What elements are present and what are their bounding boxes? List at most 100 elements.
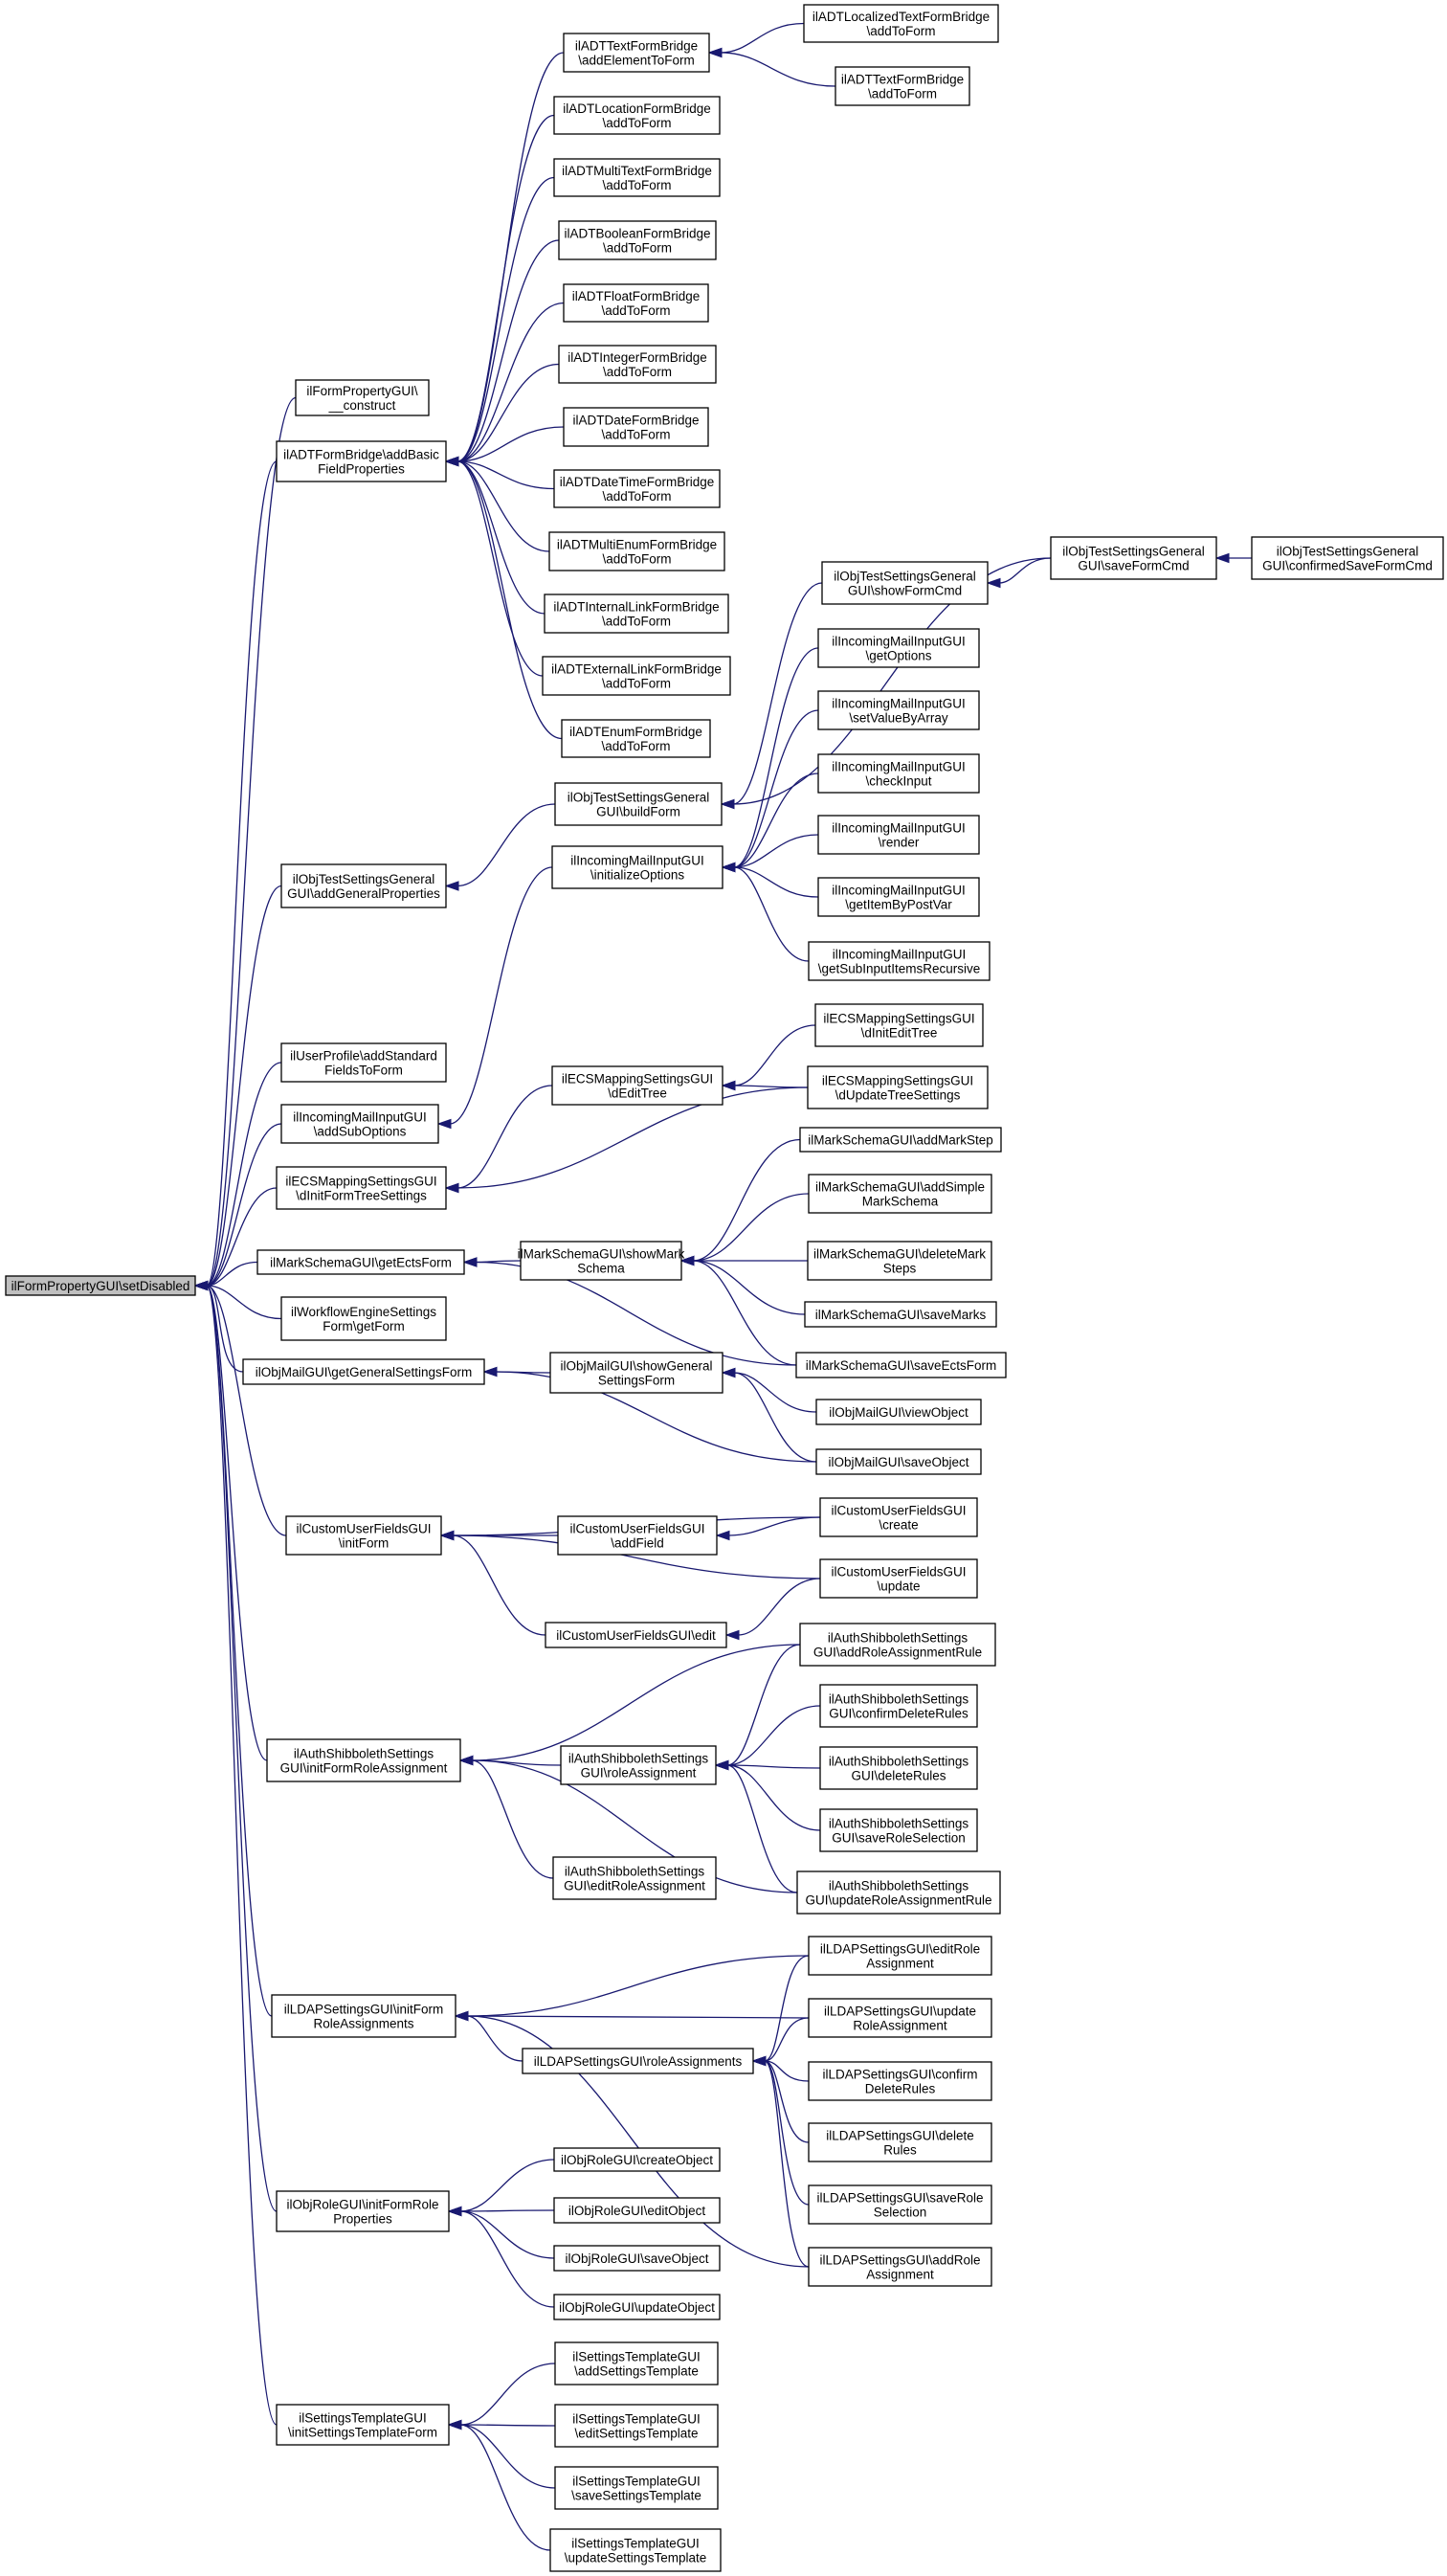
edge-om_save-to-om_getgeneral (495, 1371, 817, 1463)
node-or_update[interactable]: ilObjRoleGUI\updateObject (553, 2294, 721, 2320)
node-cuf_create[interactable]: ilCustomUserFieldsGUI\create (819, 1497, 978, 1537)
node-as_confirmdel[interactable]: ilAuthShibbolethSettingsGUI\confirmDelet… (819, 1684, 978, 1728)
node-ms_saveects[interactable]: ilMarkSchemaGUI\saveEctsForm (795, 1352, 1007, 1378)
node-ecs_initedit[interactable]: ilECSMappingSettingsGUI\dInitEditTree (814, 1003, 984, 1047)
node-label: ilWorkflowEngineSettings (291, 1305, 436, 1319)
node-as_updaterule[interactable]: ilAuthShibbolethSettingsGUI\updateRoleAs… (796, 1870, 1001, 1915)
node-as_roleassign[interactable]: ilAuthShibbolethSettingsGUI\roleAssignme… (560, 1745, 717, 1785)
node-adt_float[interactable]: ilADTFloatFormBridge\addToForm (563, 283, 709, 323)
node-ecs_initform[interactable]: ilECSMappingSettingsGUI\dInitFormTreeSet… (276, 1166, 447, 1210)
node-adt_datetime[interactable]: ilADTDateTimeFormBridge\addToForm (553, 469, 721, 508)
node-box (276, 2190, 450, 2232)
edge-ldap_editrole-to-ldap_initform (466, 1955, 810, 2017)
node-ots_addgeneral[interactable]: ilObjTestSettingsGeneralGUI\addGeneralPr… (280, 863, 447, 908)
node-ldap_delete[interactable]: ilLDAPSettingsGUI\deleteRules (808, 2122, 992, 2162)
node-adt_location[interactable]: ilADTLocationFormBridge\addToForm (553, 96, 721, 135)
node-ldap_addrole[interactable]: ilLDAPSettingsGUI\addRoleAssignment (808, 2247, 992, 2287)
node-label: ilAuthShibbolethSettings (568, 1752, 709, 1766)
node-box (271, 1994, 456, 2038)
node-st_update[interactable]: ilSettingsTemplateGUI\updateSettingsTemp… (549, 2528, 722, 2572)
node-cuf_update[interactable]: ilCustomUserFieldsGUI\update (819, 1558, 978, 1599)
node-label: ilCustomUserFieldsGUI\edit (556, 1628, 716, 1643)
node-ots_confirmed[interactable]: ilObjTestSettingsGeneralGUI\confirmedSav… (1251, 536, 1444, 580)
node-adt_multienum[interactable]: ilADTMultiEnumFormBridge\addToForm (548, 531, 725, 571)
node-imi_getoptions[interactable]: ilIncomingMailInputGUI\getOptions (817, 628, 980, 668)
node-label: FieldProperties (318, 462, 405, 477)
node-label: ilAuthShibbolethSettings (829, 1879, 969, 1893)
node-ms_getects[interactable]: ilMarkSchemaGUI\getEctsForm (256, 1249, 465, 1275)
node-ecs_update[interactable]: ilECSMappingSettingsGUI\dUpdateTreeSetti… (807, 1065, 989, 1109)
node-box (520, 1241, 682, 1281)
node-label: ilUserProfile\addStandard (290, 1049, 437, 1064)
node-label: ilIncomingMailInputGUI (832, 760, 966, 774)
edge-st_edit-to-st_initform (459, 2424, 556, 2427)
node-fp_construct[interactable]: ilFormPropertyGUI\__construct (295, 379, 430, 416)
node-label: ilCustomUserFieldsGUI (831, 1504, 966, 1518)
node-ldap_roleassign[interactable]: ilLDAPSettingsGUI\roleAssignments (522, 2048, 754, 2074)
node-adt_multitext[interactable]: ilADTMultiTextFormBridge\addToForm (553, 158, 721, 197)
node-label: \addToForm (602, 615, 671, 629)
node-ldap_initform[interactable]: ilLDAPSettingsGUI\initFormRoleAssignment… (271, 1994, 456, 2038)
node-ecs_edittree[interactable]: ilECSMappingSettingsGUI\dEditTree (551, 1065, 724, 1106)
node-adt_text_addel[interactable]: ilADTTextFormBridge\addElementToForm (563, 33, 710, 73)
node-adt_integer[interactable]: ilADTIntegerFormBridge\addToForm (558, 345, 717, 384)
node-cuf_initform[interactable]: ilCustomUserFieldsGUI\initForm (285, 1515, 442, 1556)
node-or_create[interactable]: ilObjRoleGUI\createObject (553, 2147, 721, 2172)
node-label: ilADTDateTimeFormBridge (560, 475, 715, 489)
node-or_edit[interactable]: ilObjRoleGUI\editObject (553, 2197, 721, 2224)
node-imi_getitem[interactable]: ilIncomingMailInputGUI\getItemByPostVar (817, 877, 980, 917)
node-ldap_editrole[interactable]: ilLDAPSettingsGUI\editRoleAssignment (808, 1936, 992, 1976)
node-ldap_confirm[interactable]: ilLDAPSettingsGUI\confirmDeleteRules (808, 2061, 992, 2101)
node-label: ilLDAPSettingsGUI\roleAssignments (534, 2054, 743, 2069)
node-st_edit[interactable]: ilSettingsTemplateGUI\editSettingsTempla… (554, 2404, 719, 2448)
edge-as_delrules-to-as_roleassign (726, 1764, 821, 1769)
node-adt_loctext_add[interactable]: ilADTLocalizedTextFormBridge\addToForm (803, 4, 999, 43)
arrowhead-icon (436, 1118, 452, 1130)
node-ldap_saverole[interactable]: ilLDAPSettingsGUI\saveRoleSelection (808, 2184, 992, 2225)
node-imi_checkinput[interactable]: ilIncomingMailInputGUI\checkInput (817, 753, 980, 794)
node-ms_savemarks[interactable]: ilMarkSchemaGUI\saveMarks (804, 1301, 997, 1328)
node-adt_intlink[interactable]: ilADTInternalLinkFormBridge\addToForm (544, 594, 729, 634)
node-adt_text_add[interactable]: ilADTTextFormBridge\addToForm (835, 66, 970, 106)
node-ldap_update[interactable]: ilLDAPSettingsGUI\updateRoleAssignment (808, 1998, 992, 2038)
node-cuf_edit[interactable]: ilCustomUserFieldsGUI\edit (545, 1622, 727, 1648)
node-adt_date[interactable]: ilADTDateFormBridge\addToForm (563, 407, 709, 447)
node-ms_addstep[interactable]: ilMarkSchemaGUI\addMarkStep (799, 1127, 1002, 1153)
node-as_saverole[interactable]: ilAuthShibbolethSettingsGUI\saveRoleSele… (819, 1808, 978, 1852)
node-om_view[interactable]: ilObjMailGUI\viewObject (815, 1399, 982, 1425)
node-adt_boolean[interactable]: ilADTBooleanFormBridge\addToForm (558, 220, 717, 260)
node-st_save[interactable]: ilSettingsTemplateGUI\saveSettingsTempla… (554, 2466, 719, 2510)
node-as_initform[interactable]: ilAuthShibbolethSettingsGUI\initFormRole… (266, 1738, 461, 1782)
node-adt_enum[interactable]: ilADTEnumFormBridge\addToForm (561, 719, 711, 758)
node-st_add[interactable]: ilSettingsTemplateGUI\addSettingsTemplat… (554, 2341, 719, 2386)
arrowhead-icon (462, 1257, 478, 1267)
node-or_save[interactable]: ilObjRoleGUI\saveObject (553, 2245, 721, 2272)
node-as_editrole[interactable]: ilAuthShibbolethSettingsGUI\editRoleAssi… (552, 1856, 717, 1900)
node-om_getgeneral[interactable]: ilObjMailGUI\getGeneralSettingsForm (242, 1358, 485, 1385)
node-st_initform[interactable]: ilSettingsTemplateGUI\initSettingsTempla… (276, 2404, 450, 2446)
node-box (280, 863, 447, 908)
node-om_save[interactable]: ilObjMailGUI\saveObject (815, 1448, 982, 1475)
node-label: GUI\showFormCmd (848, 584, 962, 598)
node-imi_addsub[interactable]: ilIncomingMailInputGUI\addSubOptions (280, 1104, 439, 1144)
node-cuf_addfield[interactable]: ilCustomUserFieldsGUI\addField (557, 1515, 718, 1556)
node-imi_render[interactable]: ilIncomingMailInputGUI\render (817, 815, 980, 855)
node-imi_initoptions[interactable]: ilIncomingMailInputGUI\initializeOptions (551, 845, 724, 889)
node-box (799, 1127, 1002, 1153)
node-imi_setvalue[interactable]: ilIncomingMailInputGUI\setValueByArray (817, 690, 980, 730)
node-imi_getsub[interactable]: ilIncomingMailInputGUI\getSubInputItemsR… (808, 941, 991, 981)
node-adt_extlink[interactable]: ilADTExternalLinkFormBridge\addToForm (542, 656, 731, 696)
node-as_addrule[interactable]: ilAuthShibbolethSettingsGUI\addRoleAssig… (799, 1623, 996, 1667)
